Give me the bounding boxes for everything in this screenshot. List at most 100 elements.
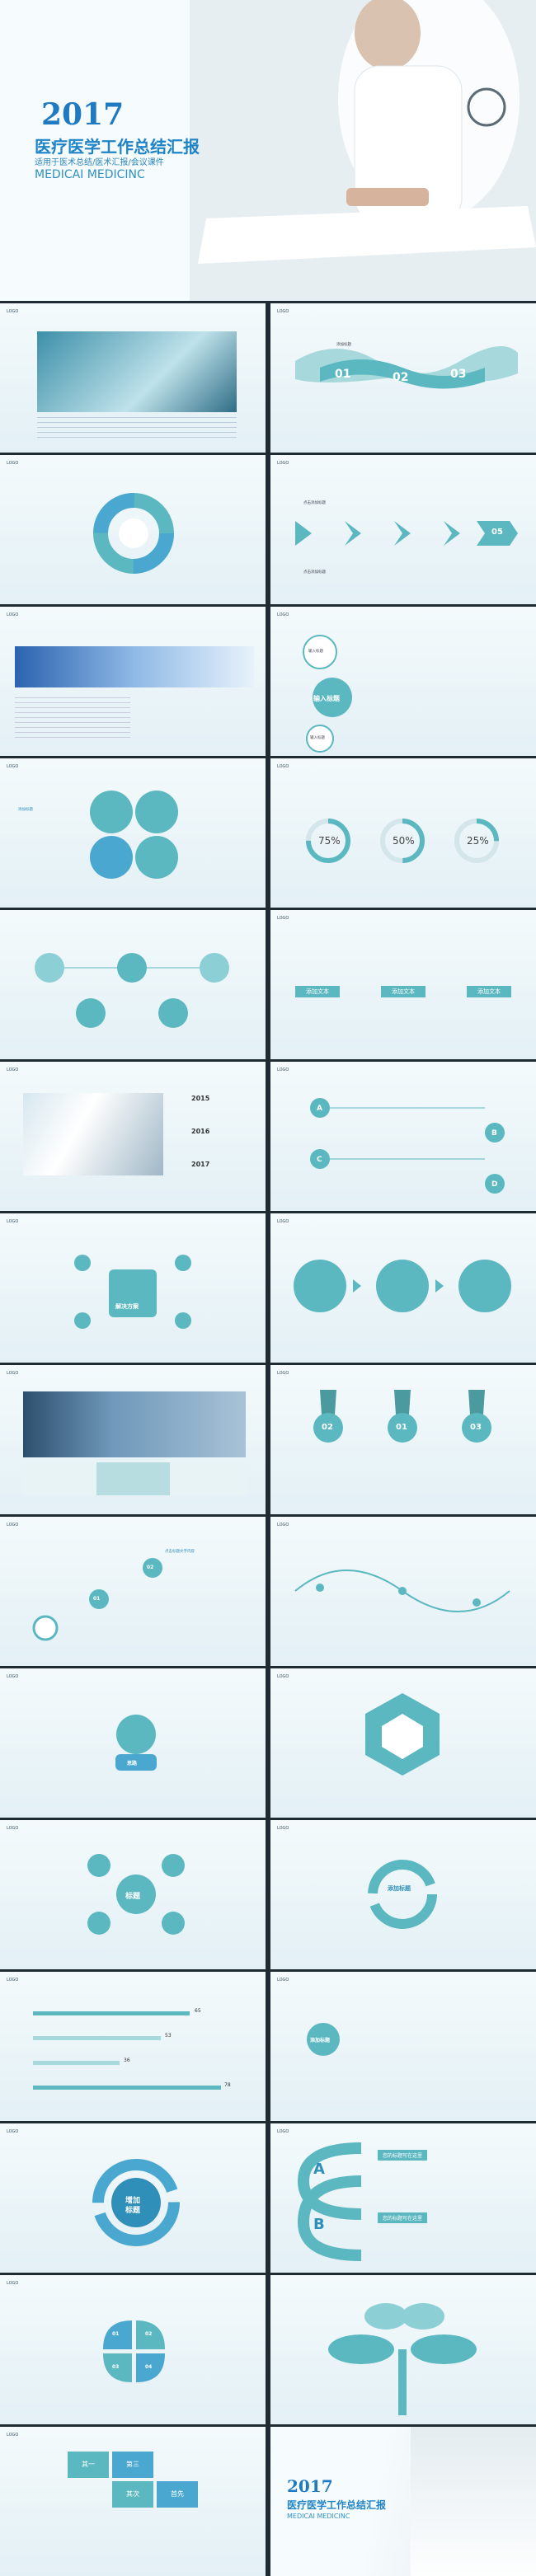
percent-25: 25% bbox=[467, 835, 489, 847]
slide-header: LOGO bbox=[7, 1826, 19, 1831]
top-label: 添加标题 bbox=[336, 343, 351, 347]
slide-header: LOGO bbox=[7, 1219, 19, 1224]
slide-header: LOGO bbox=[277, 309, 289, 314]
slide-28: LOGO 01 02 03 04 bbox=[0, 2275, 266, 2424]
slide-14: LOGO 解决方案 bbox=[0, 1213, 266, 1363]
bar-3 bbox=[33, 2061, 120, 2065]
bar-4-value: 78 bbox=[224, 2082, 231, 2088]
petal-02: 02 bbox=[145, 2331, 153, 2337]
year-2017: 2017 bbox=[191, 1161, 210, 1168]
end-title: 医疗医学工作总结汇报 bbox=[287, 2499, 387, 2511]
input-circles bbox=[303, 635, 352, 753]
step-01: 01 bbox=[335, 368, 351, 381]
slide-7: LOGO 输入标题 输入标题 输入标题 bbox=[270, 607, 536, 756]
step-03: 03 bbox=[450, 368, 467, 381]
injection-photo bbox=[15, 646, 254, 687]
slide-15: LOGO bbox=[270, 1213, 536, 1363]
slide-26: LOGO 增加 标题 bbox=[0, 2123, 266, 2273]
title-label: 点击标题文字内容 bbox=[165, 1550, 195, 1554]
center-label: 添加标题 bbox=[388, 1885, 411, 1892]
slide-8: LOGO 添加标题 bbox=[0, 758, 266, 908]
petal-04: 04 bbox=[145, 2364, 153, 2370]
slide-17: LOGO 02 01 03 bbox=[270, 1365, 536, 1514]
cycle-arrows bbox=[368, 1860, 437, 1929]
slide-13: LOGO A C B D bbox=[270, 1062, 536, 1211]
slide-cover: 2017 医疗医学工作总结汇报 适用于医术总结/医术汇报/会议课件 MEDICA… bbox=[0, 0, 536, 301]
slide-header: LOGO bbox=[7, 1371, 19, 1376]
title-circle bbox=[307, 2023, 340, 2056]
tab-button-2[interactable]: 添加文本 bbox=[381, 986, 426, 997]
slide-18: LOGO 01 02 点击标题文字内容 bbox=[0, 1517, 266, 1666]
slide-header: LOGO bbox=[7, 2129, 19, 2134]
cover-title: 医疗医学工作总结汇报 bbox=[35, 137, 200, 157]
slide-header: LOGO bbox=[277, 1219, 289, 1224]
bar-2-value: 53 bbox=[165, 2033, 172, 2039]
slide-end: 2017 医疗医学工作总结汇报 MEDICAI MEDICINC bbox=[270, 2427, 536, 2576]
arrow-row bbox=[295, 521, 518, 546]
slide-16: LOGO bbox=[0, 1365, 266, 1514]
slide-10 bbox=[0, 910, 266, 1059]
slide-25: LOGO 添加标题 bbox=[270, 1972, 536, 2121]
cover-english: MEDICAI MEDICINC bbox=[35, 168, 145, 181]
slide-3: LOGO 01 02 03 添加标题 bbox=[270, 303, 536, 453]
percent-75: 75% bbox=[318, 835, 341, 847]
slide-header: LOGO bbox=[277, 916, 289, 921]
slide-header: LOGO bbox=[7, 2433, 19, 2438]
slide-header: LOGO bbox=[7, 1674, 19, 1679]
end-english: MEDICAI MEDICINC bbox=[287, 2513, 350, 2520]
slide-30: LOGO 其一 第三 其次 首先 bbox=[0, 2427, 266, 2576]
scientists-photo bbox=[23, 1093, 163, 1175]
center-label-1: 增加 bbox=[125, 2197, 141, 2205]
solution-diagram bbox=[74, 1255, 191, 1329]
step-01: 01 bbox=[93, 1596, 101, 1602]
arrow-05: 05 bbox=[491, 528, 503, 537]
center-label-2: 标题 bbox=[125, 2207, 141, 2215]
donuts bbox=[306, 819, 499, 863]
top-label: 点击添加标题 bbox=[303, 501, 326, 505]
hex-cluster bbox=[365, 1693, 440, 1776]
letter-b: B bbox=[313, 2216, 325, 2233]
box-4: 首先 bbox=[157, 2481, 198, 2508]
doctor-photo bbox=[190, 0, 536, 301]
abcd-lines bbox=[310, 1098, 505, 1194]
end-doctor-photo bbox=[411, 2427, 536, 2576]
solution-label: 解决方案 bbox=[115, 1303, 139, 1310]
three-circle-flow bbox=[294, 1260, 511, 1312]
slide-header: LOGO bbox=[277, 1978, 289, 1982]
slide-22: LOGO 标题 bbox=[0, 1820, 266, 1969]
percent-50: 50% bbox=[393, 835, 415, 847]
body-text bbox=[15, 697, 130, 739]
year-2015: 2015 bbox=[191, 1095, 210, 1102]
circle-network bbox=[35, 953, 229, 1028]
slide-header: LOGO bbox=[277, 1067, 289, 1072]
ab-curves bbox=[297, 2142, 362, 2261]
center-label: 添加标题 bbox=[310, 2038, 331, 2043]
slide-12: LOGO 2015 2016 2017 bbox=[0, 1062, 266, 1211]
tab-button-1[interactable]: 添加文本 bbox=[295, 986, 340, 997]
bottom-label: 点击添加标题 bbox=[303, 570, 326, 575]
bar-1-value: 65 bbox=[195, 2008, 201, 2014]
title-b: 您的标题写在这里 bbox=[378, 2212, 428, 2223]
petal-quad bbox=[103, 2320, 165, 2382]
input-title-2: 输入标题 bbox=[313, 695, 340, 702]
year-2016: 2016 bbox=[191, 1128, 210, 1135]
slide-header: LOGO bbox=[277, 1674, 289, 1679]
tab-button-3[interactable]: 添加文本 bbox=[467, 986, 511, 997]
slide-header: LOGO bbox=[277, 764, 289, 769]
medal-03: 03 bbox=[470, 1423, 482, 1432]
slide-header: LOGO bbox=[7, 2281, 19, 2286]
slide-21: LOGO bbox=[270, 1668, 536, 1818]
text-bands bbox=[23, 1462, 246, 1495]
bar-2 bbox=[33, 2036, 161, 2040]
input-title-1: 输入标题 bbox=[308, 650, 323, 654]
medal-02: 02 bbox=[322, 1423, 333, 1432]
bar-3-value: 36 bbox=[124, 2058, 130, 2063]
step-02: 02 bbox=[393, 371, 409, 384]
slide-header: LOGO bbox=[7, 461, 19, 466]
slide-29 bbox=[270, 2275, 536, 2424]
slide-header: LOGO bbox=[7, 764, 19, 769]
slide-header: LOGO bbox=[7, 1523, 19, 1527]
slide-4: LOGO bbox=[0, 455, 266, 604]
add-title: 添加标题 bbox=[18, 808, 33, 812]
slide-header: LOGO bbox=[7, 1978, 19, 1982]
